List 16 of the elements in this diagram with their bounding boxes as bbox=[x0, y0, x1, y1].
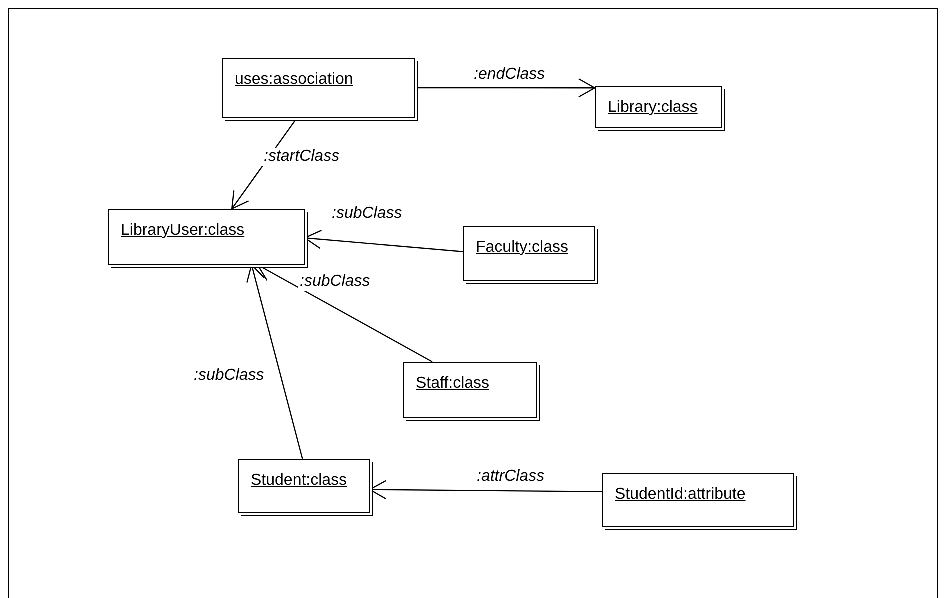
object-name: Faculty:class bbox=[476, 239, 568, 256]
object-name: uses:association bbox=[235, 71, 354, 88]
object-box bbox=[403, 362, 537, 418]
object-name: Student:class bbox=[251, 472, 348, 489]
object-box bbox=[602, 473, 794, 527]
object-box bbox=[222, 58, 415, 118]
object-name: LibraryUser:class bbox=[121, 222, 245, 239]
object-name: Staff:class bbox=[416, 375, 490, 392]
object-box bbox=[463, 226, 595, 281]
object-box bbox=[238, 459, 370, 513]
object-name: StudentId:attribute bbox=[615, 486, 746, 503]
edge-label: :startClass bbox=[262, 148, 342, 166]
object-name: Library:class bbox=[608, 99, 698, 116]
edge-label: :subClass bbox=[298, 273, 372, 291]
object-box bbox=[108, 209, 305, 265]
object-box bbox=[595, 86, 722, 128]
